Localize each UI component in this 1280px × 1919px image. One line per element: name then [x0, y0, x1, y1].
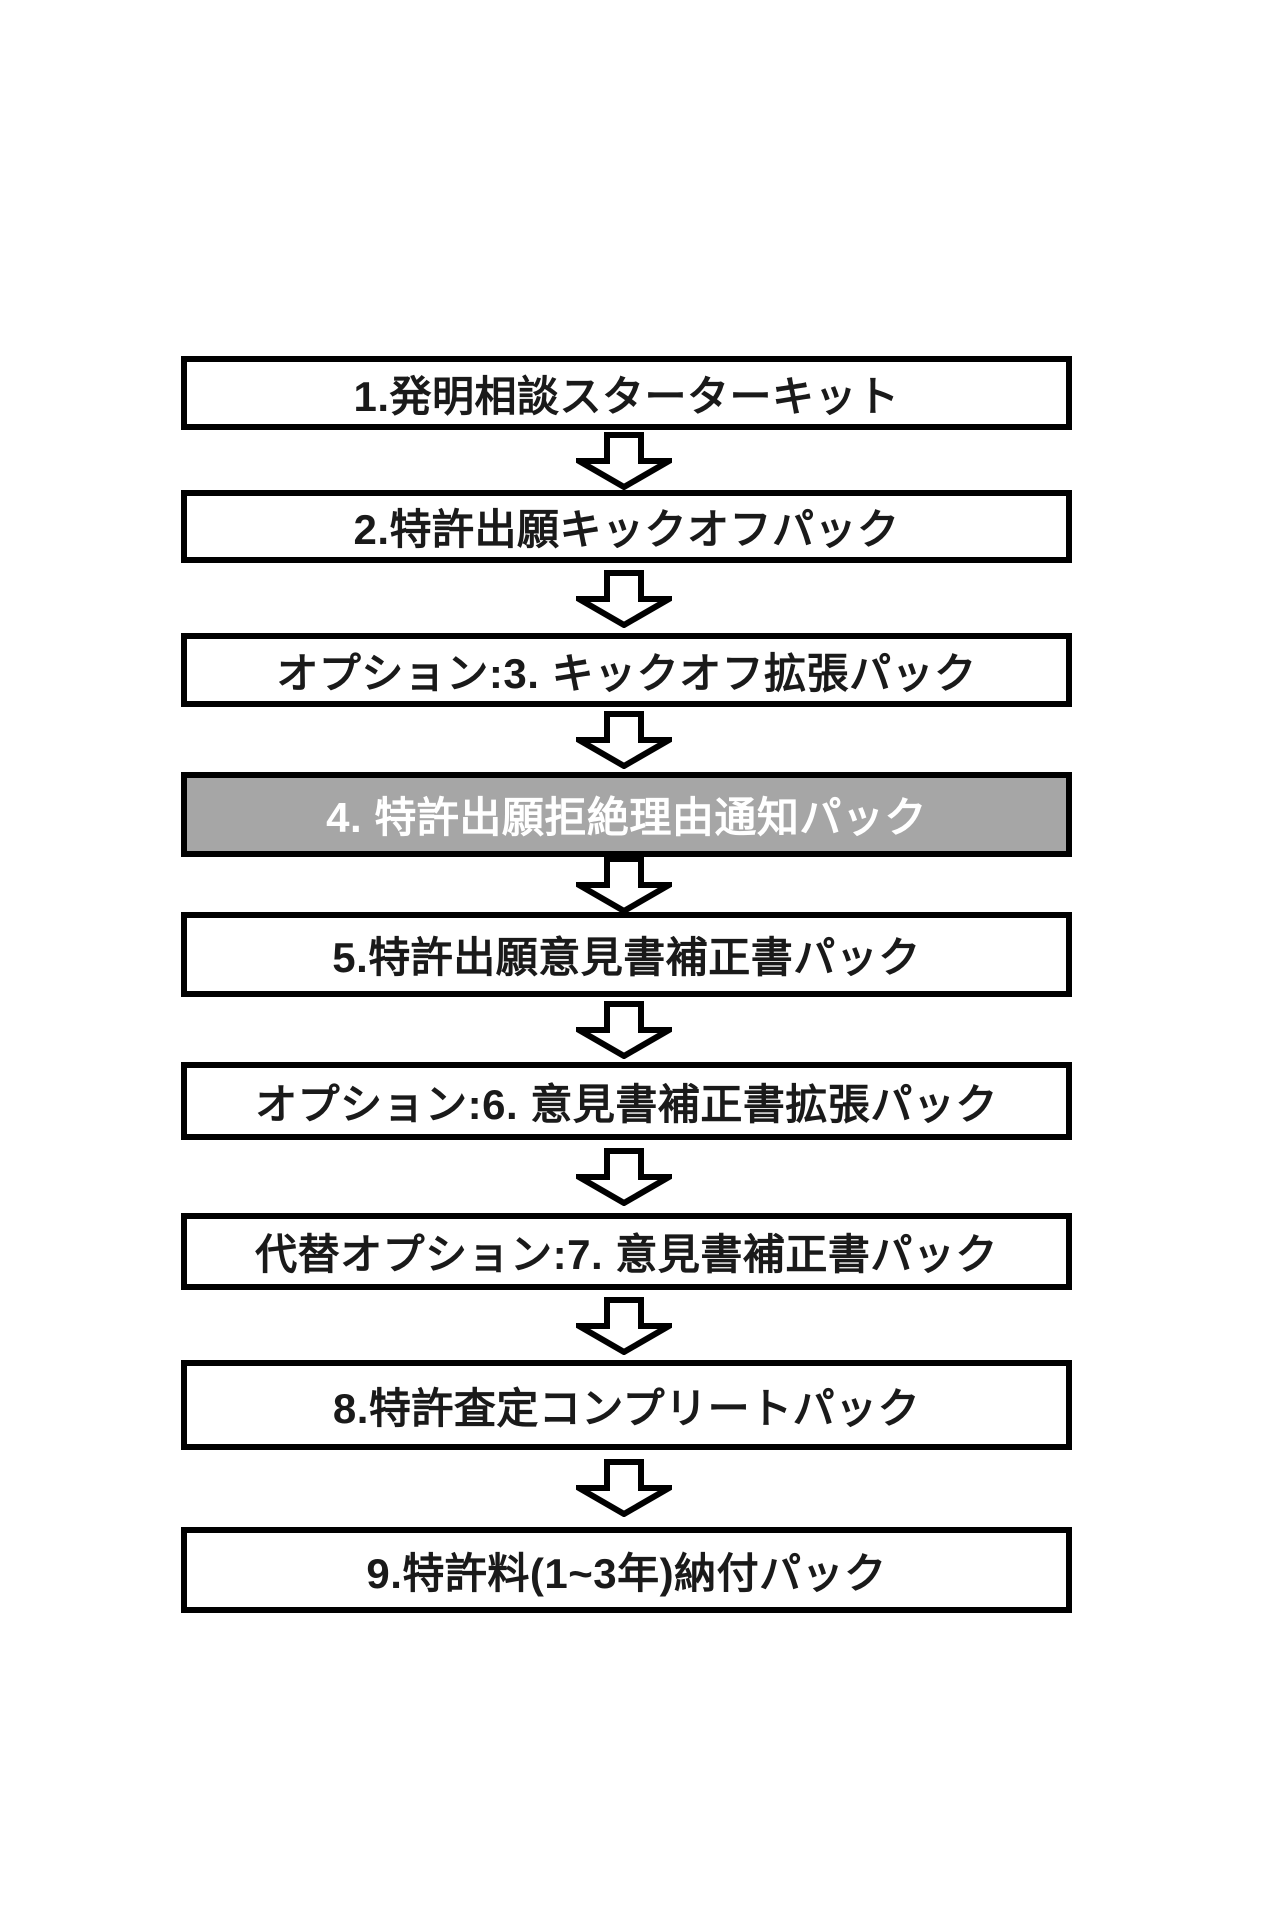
down-arrow-icon [576, 856, 672, 914]
down-arrow-icon [576, 1001, 672, 1059]
down-arrow-icon [576, 1297, 672, 1355]
flow-step-1-label: 1.発明相談スターターキット [353, 372, 900, 420]
flow-step-8-label: 8.特許査定コンプリートパック [332, 1384, 921, 1432]
flow-step-5: 5.特許出願意見書補正書パック [181, 912, 1072, 997]
down-arrow-icon [576, 1459, 672, 1517]
flow-step-5-label: 5.特許出願意見書補正書パック [332, 934, 921, 981]
down-arrow-icon [576, 711, 672, 769]
down-arrow-icon [576, 432, 672, 490]
flow-step-2-label: 2.特許出願キックオフパック [353, 506, 900, 553]
flow-step-4-highlighted: 4. 特許出願拒絶理由通知パック [181, 772, 1072, 857]
flow-step-2: 2.特許出願キックオフパック [181, 490, 1072, 563]
flow-step-6-label: オプション:6. 意見書補正書拡張パック [255, 1080, 998, 1128]
flow-step-8: 8.特許査定コンプリートパック [181, 1360, 1072, 1450]
flow-step-9-label: 9.特許料(1~3年)納付パック [366, 1549, 887, 1597]
flow-step-7: 代替オプション:7. 意見書補正書パック [181, 1213, 1072, 1290]
flow-step-3: オプション:3. キックオフ拡張パック [181, 633, 1072, 707]
flow-step-7-label: 代替オプション:7. 意見書補正書パック [255, 1231, 998, 1278]
flow-step-6: オプション:6. 意見書補正書拡張パック [181, 1062, 1072, 1140]
flow-step-1: 1.発明相談スターターキット [181, 356, 1072, 430]
flow-step-3-label: オプション:3. キックオフ拡張パック [276, 649, 977, 697]
flow-step-9: 9.特許料(1~3年)納付パック [181, 1527, 1072, 1613]
down-arrow-icon [576, 570, 672, 628]
flow-step-4-label: 4. 特許出願拒絶理由通知パック [326, 794, 927, 841]
down-arrow-icon [576, 1148, 672, 1206]
